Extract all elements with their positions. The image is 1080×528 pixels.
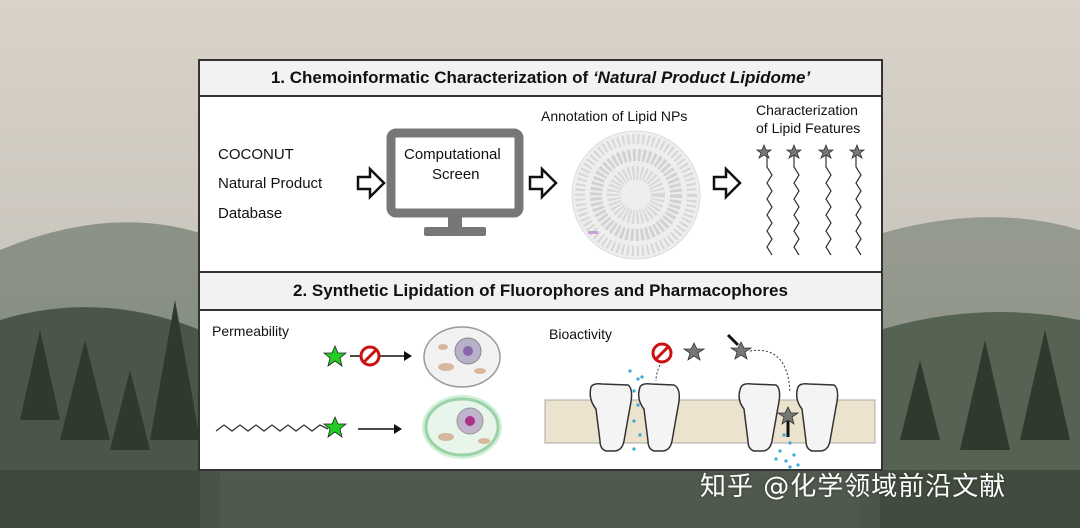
permeability-label: Permeability (212, 323, 290, 339)
star-icon (682, 341, 800, 425)
coconut-label-2: Natural Product (218, 175, 323, 192)
cell-icon (423, 326, 501, 388)
hollow-arrow-icon (528, 165, 558, 201)
green-star-icon (322, 415, 348, 438)
section2-title: 2. Synthetic Lipidation of Fluorophores … (293, 281, 788, 300)
inhibit-icon (651, 342, 673, 364)
section1-title: 1. Chemoinformatic Characterization of ‘… (271, 68, 810, 88)
ion-channel-open (738, 383, 839, 452)
watermark: 知乎 @化学领域前沿文献 (700, 472, 1007, 502)
bioactivity-label: Bioactivity (549, 326, 613, 342)
coconut-label-1: COCONUT (218, 146, 294, 163)
section1-title-italic: ‘Natural Product Lipidome’ (592, 68, 811, 87)
lipid-np-cloud-circle (571, 130, 701, 260)
green-star-icon (322, 344, 348, 367)
section2-graphics (215, 326, 876, 469)
lipid-chain-structures (766, 155, 862, 256)
hollow-arrow-icon (712, 165, 742, 201)
section1-graphics (356, 128, 866, 260)
section1-title-prefix: 1. Chemoinformatic Characterization of (270, 68, 593, 87)
section2-title-banner: 2. Synthetic Lipidation of Fluorophores … (198, 271, 883, 311)
ion-dots (628, 369, 800, 469)
section1-title-banner: 1. Chemoinformatic Characterization of ‘… (198, 59, 883, 97)
characterization-label-1: Characterization (756, 102, 858, 118)
lipid-tail-icon (215, 424, 329, 432)
computer-monitor-icon (386, 128, 524, 236)
glowing-cell-icon (422, 395, 502, 459)
ion-channel-closed (589, 383, 681, 452)
coconut-label-3: Database (218, 205, 283, 222)
annotation-label: Annotation of Lipid NPs (541, 108, 688, 124)
hollow-arrow-icon (356, 165, 386, 201)
star-icon (755, 143, 866, 159)
screen-label-2: Screen (432, 166, 480, 183)
inhibit-icon (359, 345, 381, 367)
screen-label-1: Computational (404, 146, 501, 163)
characterization-label-2: of Lipid Features (756, 120, 861, 136)
